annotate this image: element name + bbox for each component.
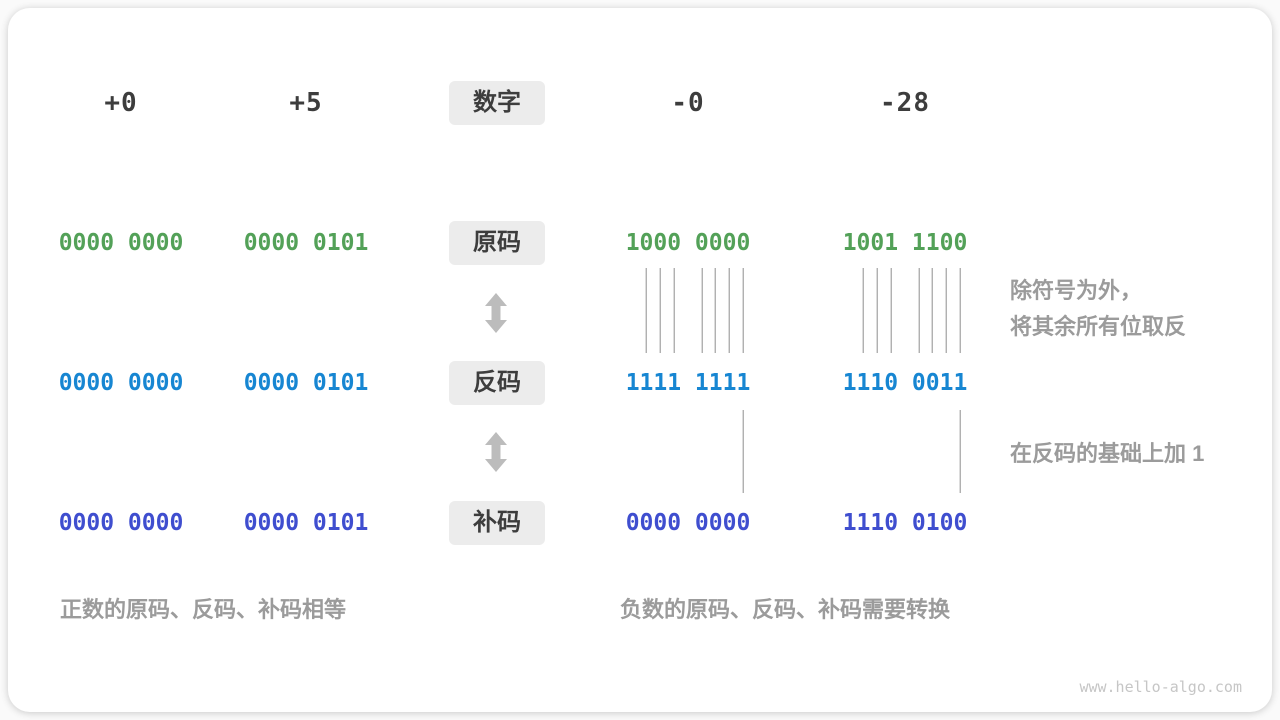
sign-magnitude-pos-zero: 0000 0000 [58,230,184,256]
diagram-card: +0 +5 数字 -0 -28 0000 0000 0000 0101 原码 1… [8,8,1272,712]
ones-complement-neg-zero: 1111 1111 [625,370,751,396]
twos-complement-pos-five: 0000 0101 [243,510,369,536]
bit-invert-lines-neg-zero [626,268,751,353]
positive-caption: 正数的原码、反码、补码相等 [60,597,347,622]
add-one-line-neg-zero [626,410,751,493]
row-label-twos-complement: 补码 [449,501,545,545]
add-one-annotation: 在反码的基础上加 1 [1010,441,1205,466]
bit-invert-lines-neg-28 [843,268,968,353]
swap-vertical-arrow-icon [484,431,508,473]
number-pos-five: +5 [289,88,323,118]
sign-magnitude-pos-five: 0000 0101 [243,230,369,256]
twos-complement-pos-zero: 0000 0000 [58,510,184,536]
ones-complement-pos-zero: 0000 0000 [58,370,184,396]
number-pos-zero: +0 [104,88,138,118]
swap-vertical-arrow-icon [484,292,508,334]
invert-annotation: 除符号为外， 将其余所有位取反 [1010,273,1186,345]
ones-complement-pos-five: 0000 0101 [243,370,369,396]
ones-complement-neg-28: 1110 0011 [842,370,968,396]
row-label-sign-magnitude: 原码 [449,221,545,265]
watermark: www.hello-algo.com [1079,678,1242,696]
twos-complement-neg-28: 1110 0100 [842,510,968,536]
number-neg-zero: -0 [671,88,705,118]
row-label-ones-complement: 反码 [449,361,545,405]
number-neg-28: -28 [880,88,930,118]
invert-annotation-line1: 除符号为外， [1010,278,1143,303]
twos-complement-neg-zero: 0000 0000 [625,510,751,536]
sign-magnitude-neg-28: 1001 1100 [842,230,968,256]
sign-magnitude-neg-zero: 1000 0000 [625,230,751,256]
negative-caption: 负数的原码、反码、补码需要转换 [620,597,951,622]
row-label-number: 数字 [449,81,545,125]
invert-annotation-line2: 将其余所有位取反 [1010,314,1187,339]
add-one-line-neg-28 [843,410,968,493]
